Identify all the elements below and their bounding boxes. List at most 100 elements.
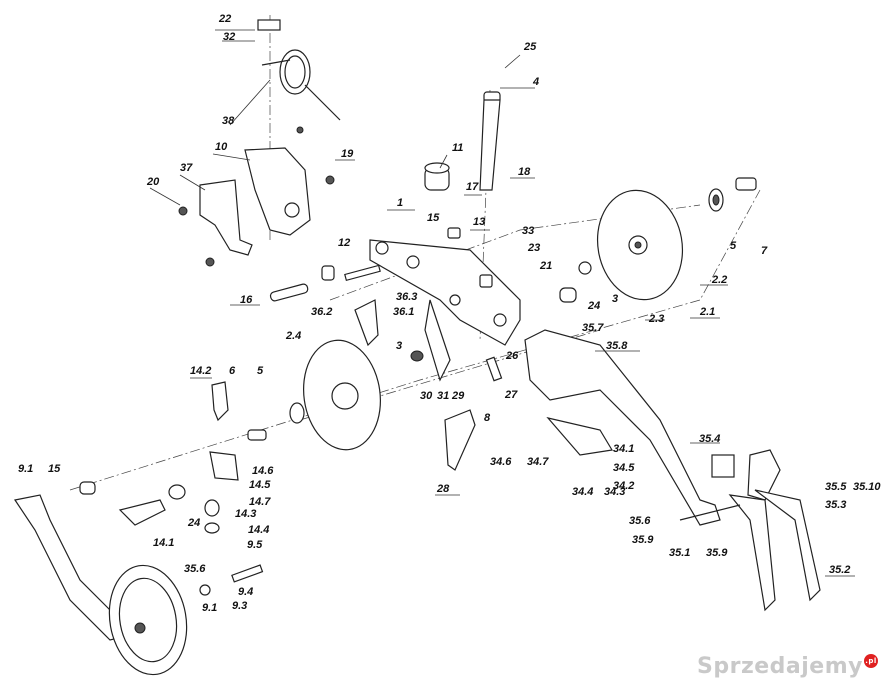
bearing-5-inner <box>712 194 720 206</box>
callout-14-7: 14.7 <box>249 496 271 508</box>
callout-4: 4 <box>532 76 539 88</box>
block-14-6 <box>209 451 239 481</box>
disc-center <box>634 241 642 249</box>
nut-bottom <box>205 257 215 267</box>
callout-9-1-upper: 9.1 <box>18 463 33 475</box>
leader-37 <box>179 174 206 191</box>
bushing-24-lower <box>168 484 186 500</box>
callout-23: 23 <box>527 242 540 254</box>
bolt-7 <box>735 177 757 191</box>
callout-35-9-left: 35.9 <box>632 534 654 546</box>
watermark-badge: .pl <box>864 654 878 668</box>
scraper-36 <box>354 299 379 347</box>
callout-2-1: 2.1 <box>699 306 715 318</box>
callout-7: 7 <box>761 245 768 257</box>
callout-36-3: 36.3 <box>396 291 417 303</box>
callout-33: 33 <box>522 225 534 237</box>
bolt-9-5 <box>231 564 264 583</box>
disc-2-4 <box>247 339 382 451</box>
callout-34-6: 34.6 <box>490 456 512 468</box>
arm-14-1 <box>118 499 166 526</box>
callout-24: 24 <box>587 300 600 312</box>
spring-coil-2 <box>284 55 306 89</box>
bracket-body <box>244 147 311 236</box>
axis-upper <box>329 204 701 301</box>
callout-12: 12 <box>338 237 350 249</box>
spring-part <box>257 19 341 121</box>
callout-9-3: 9.3 <box>232 600 247 612</box>
callout-5-lower: 5 <box>257 365 264 377</box>
pins-and-shafts <box>269 227 592 362</box>
callout-38: 38 <box>222 115 235 127</box>
lever-14-2 <box>211 381 229 422</box>
spring-plate <box>257 19 281 31</box>
callout-24-lower: 24 <box>187 517 200 529</box>
bushing-15-lower <box>79 481 96 495</box>
callout-15-lower: 15 <box>48 463 61 475</box>
callout-37: 37 <box>180 162 193 174</box>
arm-bracket-34 <box>546 417 613 456</box>
leader-lines <box>149 29 855 577</box>
bracket-assembly <box>178 126 335 267</box>
nut-20 <box>178 206 188 216</box>
watermark-text: Sprzedajemy <box>697 654 863 679</box>
spring-hook <box>261 59 291 66</box>
callout-35-6-right: 35.6 <box>629 515 651 527</box>
bushing-15 <box>321 265 335 281</box>
bushing-top <box>424 162 450 174</box>
callout-35-7: 35.7 <box>582 322 604 334</box>
leader-25 <box>504 54 521 69</box>
callout-21: 21 <box>539 260 552 272</box>
washer-14-4 <box>204 522 220 534</box>
bearing-upper <box>708 177 757 212</box>
callout-20: 20 <box>146 176 160 188</box>
bracket-hole <box>284 202 300 218</box>
callout-34-1: 34.1 <box>613 443 634 455</box>
callout-2-4: 2.4 <box>285 330 301 342</box>
callout-19: 19 <box>341 148 354 160</box>
callout-27: 27 <box>504 389 518 401</box>
callout-5-upper: 5 <box>730 240 737 252</box>
callout-14-3: 14.3 <box>235 508 256 520</box>
frame-leg <box>424 299 451 382</box>
callout-9-4: 9.4 <box>238 586 253 598</box>
callout-17: 17 <box>466 181 479 193</box>
callout-13: 13 <box>473 216 485 228</box>
spring-14-3 <box>204 499 220 517</box>
callout-8: 8 <box>484 412 491 424</box>
callout-34-3: 34.3 <box>604 486 625 498</box>
watermark: Sprzedajemy.pl <box>697 654 878 679</box>
arm-body <box>524 329 721 526</box>
callout-10: 10 <box>215 141 228 153</box>
bushing-3 <box>559 287 577 303</box>
leader-11 <box>439 154 448 169</box>
arm-35-8 <box>524 329 821 612</box>
callout-25: 25 <box>523 41 537 53</box>
callout-35-1: 35.1 <box>669 547 690 559</box>
callout-6: 6 <box>229 365 236 377</box>
leader-38 <box>229 79 271 126</box>
callout-35-2: 35.2 <box>829 564 850 576</box>
callout-34-4: 34.4 <box>572 486 593 498</box>
leader-20 <box>149 187 181 206</box>
callout-1: 1 <box>397 197 403 209</box>
callout-9-5: 9.5 <box>247 539 263 551</box>
bolt-12 <box>344 264 381 282</box>
callout-35-10: 35.10 <box>853 481 881 493</box>
callout-35-8: 35.8 <box>606 340 628 352</box>
callout-31: 31 <box>437 390 449 402</box>
callout-15-upper: 15 <box>427 212 440 224</box>
callout-34-2: 34.2 <box>613 480 634 492</box>
wheel-35-6-rim <box>118 577 178 663</box>
bracket-14 <box>118 381 239 534</box>
callout-16: 16 <box>240 294 253 306</box>
block-35-4 <box>711 454 735 478</box>
callout-35-5: 35.5 <box>825 481 847 493</box>
wheel-arm <box>14 481 264 676</box>
callout-14-5: 14.5 <box>249 479 271 491</box>
callout-14-6: 14.6 <box>252 465 274 477</box>
callout-34-7: 34.7 <box>527 456 549 468</box>
frame-hole-4 <box>493 313 507 327</box>
bolt-8 <box>485 356 503 382</box>
post-bar <box>479 99 501 191</box>
